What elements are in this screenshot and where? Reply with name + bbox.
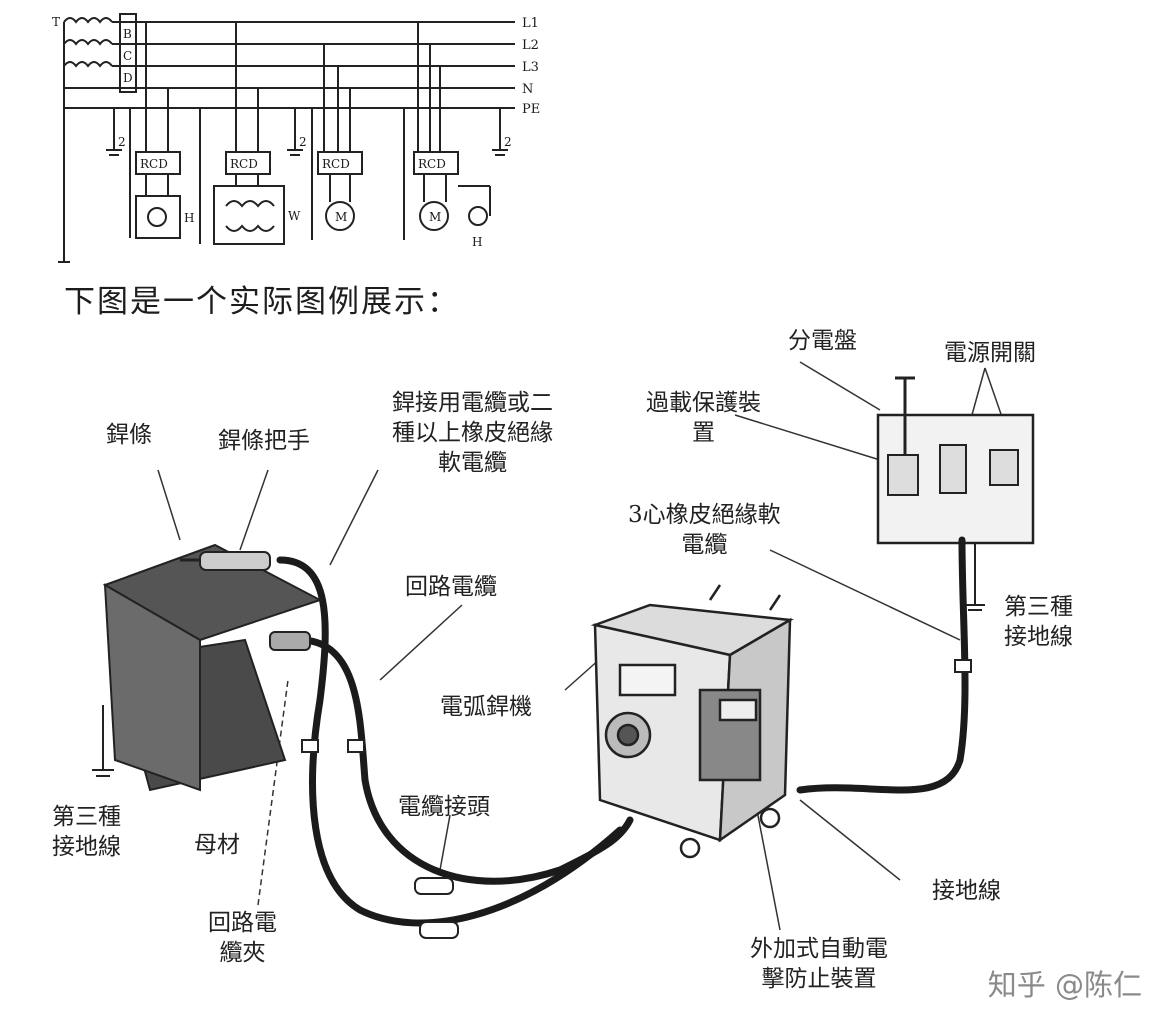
bus-label-l2: L2: [522, 38, 539, 53]
rcd-label: RCD: [140, 157, 168, 171]
rcd-label: RCD: [230, 157, 258, 171]
label-line: 種以上橡皮絕緣: [392, 420, 553, 446]
label-line: 3心橡皮絕緣軟: [628, 502, 781, 528]
bus-label-l3: L3: [522, 60, 539, 75]
ground-number: 2: [504, 135, 512, 149]
terminal-label-c: C: [123, 49, 132, 63]
label-line: 置: [692, 420, 715, 446]
label-third-ground-right: 第三種 接地線: [1004, 592, 1073, 652]
circuit-schematic: L1 L2 L3 N PE T B C D RCD RCD RCD RCD H …: [52, 13, 540, 263]
label-base-metal: 母材: [194, 832, 240, 858]
terminal-label-d: D: [123, 71, 133, 85]
bus-line-labels: L1 L2 L3 N PE: [522, 16, 540, 117]
motor-label-m: M: [335, 210, 347, 224]
label-line: 接地線: [1004, 624, 1073, 650]
distribution-board: [876, 376, 1035, 611]
label-return-clamp: 回路電 纜夾: [208, 908, 277, 968]
load-label-h: H: [472, 235, 482, 249]
label-line: 銲接用電纜或二: [392, 390, 553, 416]
label-distribution-board: 分電盤: [788, 328, 857, 354]
load-label-w: W: [288, 209, 301, 223]
source-label-t: T: [52, 15, 60, 29]
label-cable-joint: 電纜接頭: [398, 794, 490, 820]
arc-welder-machine: [590, 584, 794, 859]
label-overload-device: 過載保護裝 置: [646, 388, 761, 448]
bus-label-n: N: [522, 82, 533, 97]
label-line: 擊防止裝置: [761, 966, 877, 992]
label-three-core-cable: 3心橡皮絕緣軟 電纜: [628, 500, 781, 560]
label-ground-wire: 接地線: [932, 878, 1001, 904]
label-electrode: 銲條: [106, 422, 152, 448]
label-line: 回路電: [208, 910, 277, 936]
load-label-h: H: [184, 211, 194, 225]
rcd-label: RCD: [322, 157, 350, 171]
label-return-cable: 回路電纜: [405, 574, 497, 600]
bus-label-pe: PE: [522, 102, 540, 117]
label-welding-cable: 銲接用電纜或二 種以上橡皮絕緣 軟電纜: [392, 388, 553, 478]
label-line: 纜夾: [219, 940, 266, 966]
rcd-label: RCD: [418, 157, 446, 171]
label-shock-prevention: 外加式自動電 擊防止裝置: [750, 934, 888, 994]
base-metal-plate: [92, 543, 323, 792]
label-arc-welder: 電弧銲機: [440, 694, 532, 720]
label-power-switch: 電源開關: [944, 340, 1036, 366]
label-electrode-holder: 銲條把手: [218, 428, 310, 454]
label-line: 外加式自動電: [750, 936, 888, 962]
ground-number: 2: [118, 135, 126, 149]
watermark: 知乎 @陈仁: [987, 968, 1142, 1002]
electrode-holder: [180, 551, 311, 651]
label-line: 接地線: [52, 834, 121, 860]
caption-text: 下图是一个实际图例展示：: [64, 284, 460, 320]
label-line: 第三種: [52, 804, 121, 830]
bus-label-l1: L1: [522, 16, 539, 31]
label-line: 電纜: [681, 532, 728, 558]
label-line: 軟電纜: [438, 450, 507, 476]
terminal-label-b: B: [123, 27, 132, 41]
label-line: 過載保護裝: [646, 390, 761, 416]
label-line: 第三種: [1004, 594, 1073, 620]
ground-number: 2: [299, 135, 307, 149]
label-third-ground-left: 第三種 接地線: [52, 802, 121, 862]
motor-label-m: M: [429, 210, 441, 224]
